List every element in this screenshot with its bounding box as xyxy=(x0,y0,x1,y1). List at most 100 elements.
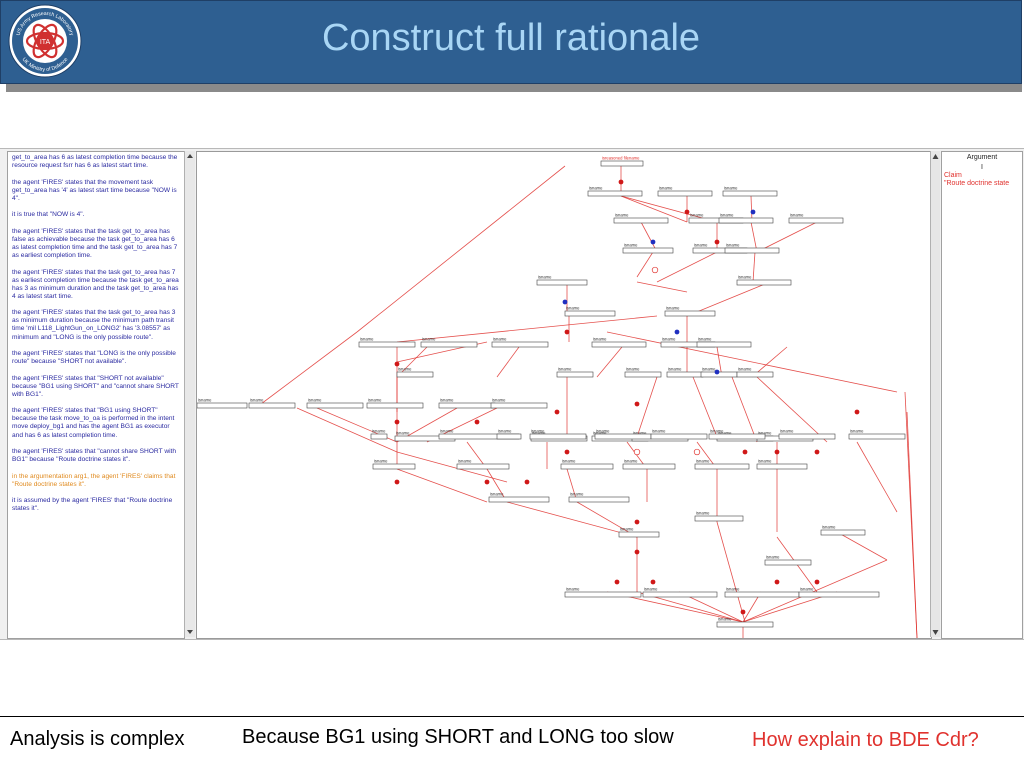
rationale-paragraph[interactable]: the agent 'FIRES' states that "cannot sh… xyxy=(12,448,177,464)
graph-node[interactable]: isname xyxy=(736,275,792,286)
graph-node[interactable]: isname xyxy=(564,587,642,598)
graph-node[interactable]: isname xyxy=(722,186,778,197)
graph-node[interactable]: isname xyxy=(560,459,614,470)
graph-node[interactable]: isname xyxy=(696,337,752,348)
graph-node[interactable]: isname xyxy=(798,587,880,598)
graph-node[interactable]: isname xyxy=(491,337,549,348)
rationale-text-scrollbar[interactable] xyxy=(184,151,195,637)
graph-node[interactable]: isname xyxy=(622,459,676,470)
graph-node[interactable]: isname xyxy=(488,492,550,503)
rationale-paragraph[interactable]: the agent 'FIRES' states that the task g… xyxy=(12,268,179,300)
graph-junction[interactable] xyxy=(614,579,620,585)
graph-junction[interactable] xyxy=(554,409,560,415)
graph-junction[interactable] xyxy=(394,361,400,367)
graph-node[interactable]: isname xyxy=(613,213,669,224)
graph-junction[interactable] xyxy=(774,579,780,585)
rationale-paragraph[interactable]: the agent 'FIRES' states that the task g… xyxy=(12,309,176,341)
graph-junction[interactable] xyxy=(684,209,690,215)
graph-node[interactable]: isname xyxy=(490,398,548,409)
graph-node[interactable]: isname xyxy=(568,492,630,503)
graph-node[interactable]: isname xyxy=(694,459,750,470)
graph-junction[interactable] xyxy=(714,369,720,375)
graph-junction[interactable] xyxy=(742,449,748,455)
graph-node[interactable]: isname xyxy=(366,398,424,409)
graph-junction[interactable] xyxy=(564,449,570,455)
graph-node[interactable]: isname xyxy=(396,367,434,378)
graph-node[interactable]: isname xyxy=(724,243,780,254)
graph-node[interactable]: isname xyxy=(420,337,478,348)
graph-junction[interactable] xyxy=(774,449,780,455)
graph-node[interactable]: isname xyxy=(764,555,812,566)
graph-node[interactable]: isname xyxy=(694,511,744,522)
graph-node[interactable]: isname xyxy=(622,243,674,254)
graph-node[interactable]: isname xyxy=(556,367,594,378)
graph-junction[interactable] xyxy=(562,299,568,305)
graph-junction[interactable] xyxy=(484,479,490,485)
graph-node[interactable]: isname xyxy=(778,429,836,440)
rationale-paragraph[interactable]: in the argumentation arg1, the agent 'FI… xyxy=(12,472,176,488)
graph-junction[interactable] xyxy=(714,239,720,245)
graph-junction[interactable] xyxy=(651,266,659,274)
graph-node[interactable]: isname xyxy=(306,398,364,409)
graph-junction[interactable] xyxy=(814,579,820,585)
graph-node[interactable]: isname xyxy=(438,398,496,409)
graph-junction[interactable] xyxy=(634,401,640,407)
graph-node[interactable]: isname xyxy=(587,186,643,197)
graph-node[interactable]: isname xyxy=(372,459,416,470)
graph-junction[interactable] xyxy=(693,448,701,456)
graph-node[interactable]: isname xyxy=(370,429,388,440)
graph-node[interactable]: isname xyxy=(724,587,800,598)
graph-node[interactable]: isname xyxy=(529,429,587,440)
graph-node[interactable]: isname xyxy=(664,306,716,317)
rationale-paragraph[interactable]: it is true that "NOW is 4". xyxy=(12,211,85,219)
rationale-paragraph[interactable]: the agent 'FIRES' states that "SHORT not… xyxy=(12,374,179,398)
graph-node[interactable]: isname xyxy=(642,587,718,598)
graph-node[interactable]: isname xyxy=(756,459,808,470)
graph-junction[interactable] xyxy=(674,329,680,335)
graph-node[interactable]: isname xyxy=(456,459,510,470)
graph-junction[interactable] xyxy=(650,239,656,245)
graph-junction[interactable] xyxy=(618,179,624,185)
rationale-paragraph[interactable]: the agent 'FIRES' states that "LONG is t… xyxy=(12,350,176,366)
graph-junction[interactable] xyxy=(633,448,641,456)
rationale-paragraph[interactable]: the agent 'FIRES' states that the moveme… xyxy=(12,178,177,202)
graph-node[interactable]: isname xyxy=(820,525,866,536)
argument-graph-canvas[interactable]: isreasoned filename isname isname isname isn… xyxy=(196,151,932,639)
graph-junction[interactable] xyxy=(750,209,756,215)
rationale-paragraph[interactable]: the agent 'FIRES' states that the task g… xyxy=(12,227,178,260)
graph-node[interactable]: isname xyxy=(248,398,296,409)
graph-junction[interactable] xyxy=(814,449,820,455)
graph-node[interactable]: isname xyxy=(788,213,844,224)
graph-node[interactable]: isname xyxy=(666,367,704,378)
graph-node[interactable]: isname xyxy=(618,527,660,538)
graph-junction[interactable] xyxy=(564,329,570,335)
rationale-paragraph[interactable]: the agent 'FIRES' states that "BG1 using… xyxy=(12,407,175,439)
graph-node[interactable]: isname xyxy=(536,275,588,286)
graph-junction[interactable] xyxy=(634,549,640,555)
graph-node[interactable]: isname xyxy=(624,367,662,378)
graph-node[interactable]: isname xyxy=(496,429,522,440)
graph-node[interactable]: isname xyxy=(197,398,248,409)
graph-node[interactable]: isname xyxy=(708,429,766,440)
graph-junction[interactable] xyxy=(394,419,400,425)
graph-junction[interactable] xyxy=(524,479,530,485)
graph-node[interactable]: isname xyxy=(564,306,616,317)
graph-junction[interactable] xyxy=(854,409,860,415)
graph-node[interactable]: isname xyxy=(718,213,774,224)
graph-junction[interactable] xyxy=(394,479,400,485)
graph-node[interactable]: isname xyxy=(591,337,647,348)
rationale-paragraph[interactable]: get_to_area has 6 as latest completion t… xyxy=(12,154,178,170)
graph-node[interactable]: isname xyxy=(657,186,713,197)
argument-panel[interactable]: Argument I Claim "Route doctrine state xyxy=(941,151,1023,639)
graph-node[interactable]: isname xyxy=(848,429,906,440)
graph-junction[interactable] xyxy=(650,579,656,585)
graph-node[interactable]: isname xyxy=(736,367,774,378)
rationale-text-panel[interactable]: get_to_area has 6 as latest completion t… xyxy=(7,151,185,639)
graph-junction[interactable] xyxy=(634,519,640,525)
graph-junction[interactable] xyxy=(474,419,480,425)
graph-node[interactable]: isname xyxy=(358,337,416,348)
graph-scrollbar[interactable] xyxy=(930,151,940,637)
graph-node[interactable]: isname xyxy=(716,617,774,628)
graph-node[interactable]: isreasoned filename xyxy=(600,156,644,167)
rationale-paragraph[interactable]: it is assumed by the agent 'FIRES' that … xyxy=(12,497,173,513)
